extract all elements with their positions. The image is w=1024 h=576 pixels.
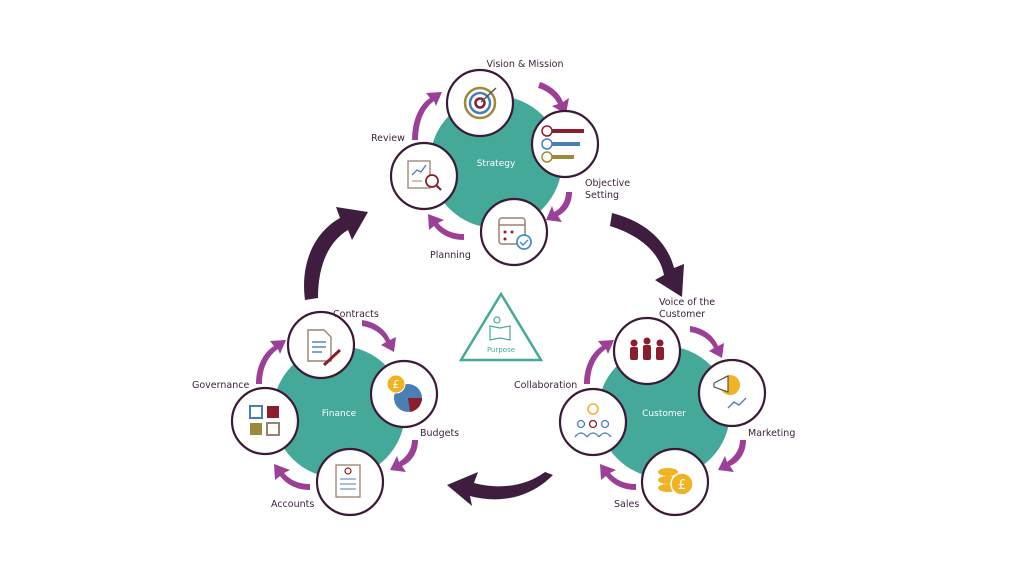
svg-text:£: £ <box>393 378 400 391</box>
planning-node[interactable] <box>479 197 549 267</box>
marketing-node[interactable] <box>697 358 767 428</box>
crowd-people-icon <box>630 337 664 360</box>
cycle-arrow <box>600 464 636 490</box>
collaboration-label: Collaboration <box>514 380 577 391</box>
cycle-arrow <box>412 92 442 140</box>
budgets-label: Budgets <box>420 428 459 439</box>
big-arrow-strategy-to-customer <box>610 213 684 297</box>
sales-node[interactable]: £ <box>640 447 710 517</box>
coin-stack-icon: £ <box>658 468 694 496</box>
accounts-node[interactable] <box>315 447 385 517</box>
big-arrow-customer-to-finance <box>447 472 553 506</box>
finance-hub-label: Finance <box>322 409 357 419</box>
objective-label-line1: Objective <box>585 178 630 189</box>
objective-setting-node[interactable] <box>530 109 600 179</box>
calendar-check-icon <box>498 217 532 250</box>
cycle-arrow <box>362 320 396 352</box>
voice-label-line1: Voice of the <box>659 297 715 308</box>
map-book-icon <box>489 316 511 341</box>
cycle-arrow <box>690 326 724 358</box>
objective-label-line2: Setting <box>585 190 619 201</box>
purpose-center: Purpose <box>458 291 544 362</box>
cycle-arrow <box>546 192 572 222</box>
budgets-node[interactable]: £ <box>369 359 439 429</box>
accounts-label: Accounts <box>271 499 314 510</box>
ledger-document-icon <box>335 464 361 498</box>
purpose-label: Purpose <box>487 346 515 354</box>
cycle-arrow <box>718 440 746 472</box>
purpose-triangle <box>458 291 544 362</box>
cycle-arrow <box>428 214 464 240</box>
document-pen-icon <box>307 329 342 367</box>
report-magnifier-icon <box>407 160 442 191</box>
vision-mission-label: Vision & Mission <box>486 59 563 70</box>
numbered-list-icon <box>541 125 584 163</box>
voice-of-customer-node[interactable] <box>612 316 682 386</box>
voice-label-line2: Customer <box>659 309 705 320</box>
svg-text:£: £ <box>678 478 686 493</box>
customer-cycle: Customer Voice of the Customer Marketing <box>514 297 795 517</box>
cycle-arrow <box>274 464 310 490</box>
megaphone-chart-icon <box>713 375 747 409</box>
customer-hub-label: Customer <box>642 409 686 419</box>
review-label: Review <box>371 133 405 144</box>
governance-node[interactable] <box>230 386 300 456</box>
strategy-hub-label: Strategy <box>477 159 516 169</box>
review-node[interactable] <box>389 141 459 211</box>
target-icon <box>463 86 497 120</box>
finance-hub <box>273 346 405 478</box>
governance-label: Governance <box>192 380 249 391</box>
cycle-arrow <box>538 82 569 114</box>
contracts-label: Contracts <box>333 309 379 320</box>
checkbox-grid-icon <box>249 405 280 436</box>
finance-cycle: Finance Contracts £ Budgets <box>192 309 459 517</box>
collaboration-node[interactable] <box>558 387 628 457</box>
cycle-arrow <box>390 440 418 472</box>
contracts-node[interactable] <box>286 310 356 380</box>
vision-mission-node[interactable] <box>445 68 515 138</box>
cycle-arrow <box>256 340 286 384</box>
cycle-arrow <box>584 340 614 384</box>
sales-label: Sales <box>614 499 639 510</box>
marketing-label: Marketing <box>748 428 795 439</box>
strategy-cycle: Strategy Vision & Mission Objective Sett… <box>371 59 630 267</box>
team-idea-icon <box>574 403 612 438</box>
big-arrow-finance-to-strategy <box>304 207 368 300</box>
pound-pie-chart-icon: £ <box>386 374 423 412</box>
planning-label: Planning <box>430 250 471 261</box>
